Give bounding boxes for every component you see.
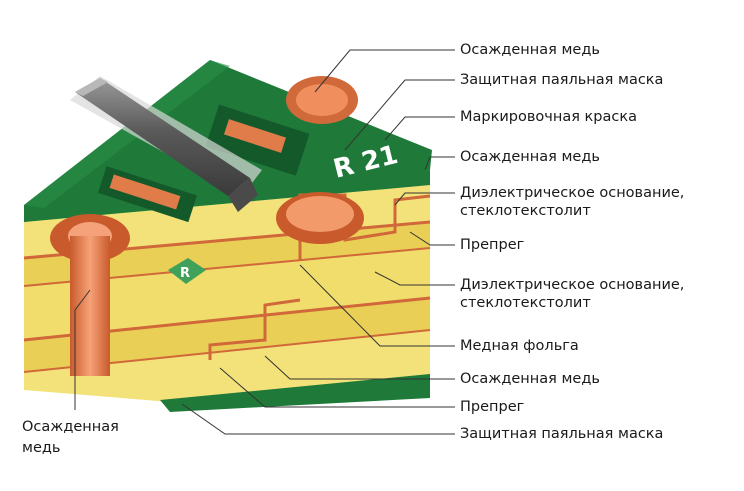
polarity-mark: R: [180, 266, 190, 281]
polarity-mark-bg: [168, 258, 206, 284]
label-deposited-copper-3: Осажденная медь: [460, 371, 600, 387]
smd-component: [70, 76, 262, 212]
label-dielectric-base-2: Диэлектрическое основание, стеклотекстол…: [460, 277, 685, 311]
label-solder-mask-top: Защитная паяльная маска: [460, 72, 664, 88]
label-solder-mask-bottom: Защитная паяльная маска: [460, 426, 664, 442]
label-dielectric-base-1: Диэлектрическое основание, стеклотекстол…: [460, 185, 685, 219]
left-via-barrel: [70, 236, 110, 376]
top-surface-solder-mask: [24, 60, 432, 262]
silkscreen-marking: R 21 R: [168, 140, 401, 284]
label-prepreg-2: Препрег: [460, 399, 525, 415]
label-deposited-copper-2: Осажденная медь: [460, 149, 600, 165]
label-marking-ink: Маркировочная краска: [460, 109, 638, 125]
label-prepreg-1: Препрег: [460, 237, 525, 253]
label-deposited-copper-left: Осажденная медь: [22, 419, 119, 456]
label-deposited-copper-top: Осажденная медь: [460, 42, 600, 58]
label-copper-foil: Медная фольга: [460, 338, 579, 354]
leader-lines: [74, 49, 455, 435]
